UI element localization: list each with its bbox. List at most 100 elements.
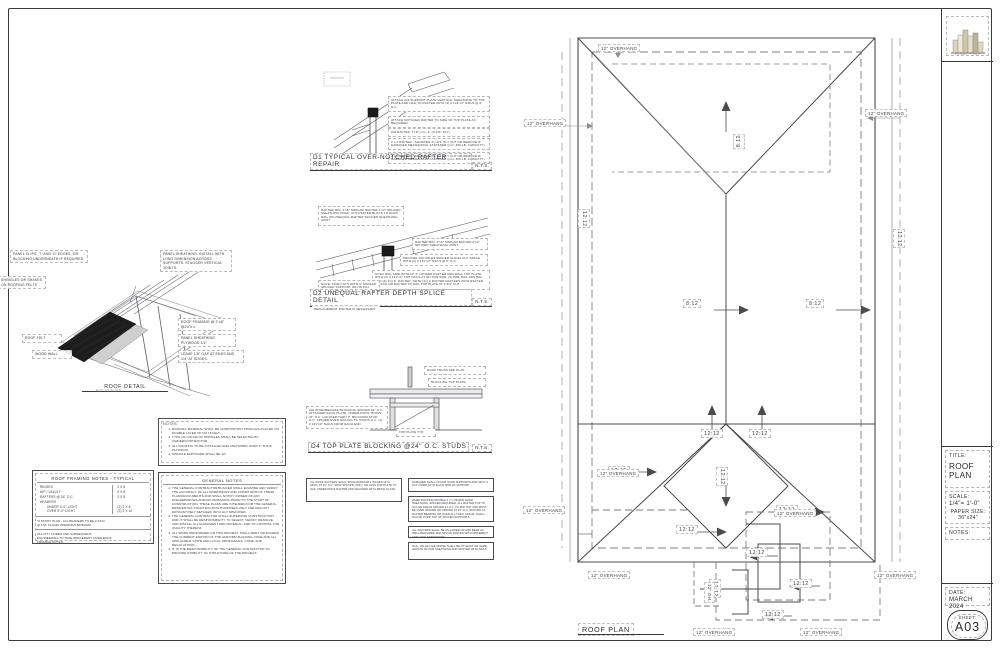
framing-notes-row: HIP / VALLEY 2 X 8 <box>38 489 148 495</box>
scale-field: SCALE: 1/4"= 1'-0" PAPER SIZE: 36"x24" <box>945 491 990 524</box>
overhang-tag: 12" OVERHANG <box>523 506 566 514</box>
framing-notes-item: OVER 5'-0" LIGHT <box>47 509 76 514</box>
detail-d2-title: D2 UNEQUAL RAFTER DEPTH SPLICE DETAIL N.… <box>310 288 492 307</box>
framing-notes-divider-2 <box>35 528 151 530</box>
roof-pitch-tag: 12:12 <box>893 229 905 248</box>
label-panel-sheathing: PANEL SHEATHING. INSTALL WITH LONG DIMEN… <box>160 250 232 273</box>
framing-notes-item: HEADERS <box>40 499 57 504</box>
framing-notes-box: ROOF FRAMING NOTES - TYPICAL RIDGES 2 X 8… <box>32 470 154 544</box>
loose-note-5-box: NAIL, VALLEY AND RIDGE SHALL BE AT LEAST… <box>408 542 494 560</box>
detail-d4-title: D4 TOP PLATE BLOCKING @24" O.C. STUDS N.… <box>308 440 492 453</box>
company-name: PERMIT PROS <box>954 52 981 56</box>
notes-box: NOTES: ROOFING MATERIAL SHALL BE COMPOSI… <box>158 418 286 466</box>
roof-detail-title: ROOF DETAIL <box>82 378 168 392</box>
framing-notes-item: RIDGES <box>40 485 53 490</box>
roof-pitch-tag: 12:12 <box>578 209 590 228</box>
framing-notes-divider-1 <box>35 515 151 517</box>
date-field-label: DATE: <box>949 590 966 596</box>
overhang-tag: 12" OVERHANG <box>874 571 917 579</box>
company-logo-icon <box>946 16 989 56</box>
notes-list-item: SHINGLE EXPOSURE SHALL BE 12". <box>172 452 281 457</box>
detail-d1-title: D1 TYPICAL OVER-NOTCHED RAFTER REPAIR N.… <box>310 152 492 171</box>
framing-notes-item: HIP / VALLEY <box>40 490 61 495</box>
framing-notes-table: RIDGES 2 X 8 HIP / VALLEY 2 X 8 RAFTERS @ 24… <box>38 485 148 514</box>
general-notes-list-item: ALL WORK PERFORMED ON THIS PROJECT SHALL… <box>172 531 281 548</box>
framing-notes-row: UNDER 5'-0" LIGHT (2) 2 X 6 <box>38 504 148 509</box>
detail-d2-callout-4: HOLD NAIL SIDE WITH (2) 3" LONGER RAFTER… <box>372 270 490 290</box>
date-field-value: MARCH 2024 <box>949 596 973 610</box>
label-shingles: SHINGLES OR SHAKES ON ROOFING FELTS <box>0 276 46 290</box>
roof-pitch-tag: 12:12 <box>762 610 784 619</box>
sheet-badge-label: SHEET: <box>958 615 977 620</box>
notes-box-title: NOTES: <box>163 422 179 426</box>
scale-field-value: 1/4"= 1'-0" <box>949 500 980 507</box>
detail-d4-callout-3: 2x6 INTERMEDIATE BLOCKING SPACED 24" O.C… <box>306 406 388 430</box>
roof-pitch-tag: 12:12 <box>716 467 728 486</box>
general-notes-list-item: IT IS THE RESPONSIBILITY OF THE GENERAL … <box>172 547 281 556</box>
title-field-label: TITLE: <box>949 453 967 459</box>
general-notes-list-item: THE GENERAL CONTRACTOR SHALL SUPERVISE C… <box>172 514 281 531</box>
label-wood-wall: WOOD WALL <box>32 350 72 359</box>
overhang-tag: 12" OH. <box>704 582 715 603</box>
roof-pitch-tag: 8:12 <box>733 134 745 150</box>
sheet-badge-number: A03 <box>954 620 981 634</box>
notes-list-item: ALL ROOFING TO BE INSTALLED AND ANCHORED… <box>172 444 281 453</box>
overhang-tag: 12" OVERHANG <box>865 109 908 117</box>
label-panel-sheathing-ply: PANEL SHEATHING PLYWOOD 1/2" <box>178 334 236 348</box>
detail-d4-callout-1: ROOF TRUSS SEE PLAN <box>424 366 486 375</box>
detail-d4-callout-2: BLOCKING TOP PLATE <box>428 378 486 387</box>
label-roof-felt: ROOF FELT <box>22 334 62 343</box>
roof-plan-title: ROOF PLAN <box>578 623 634 636</box>
title-block: PERMIT PROS TITLE: ROOF PLAN SCALE: 1/4"… <box>941 8 993 641</box>
framing-notes-value: (2) 2 X 6 <box>112 504 148 509</box>
overhang-tag: 12" OVERHANG <box>800 628 843 636</box>
title-field: TITLE: ROOF PLAN <box>945 450 990 488</box>
sheet-border <box>8 8 992 641</box>
title-field-value-line2: PLAN <box>949 471 972 481</box>
framing-notes-value: 2 X 8 <box>112 485 148 490</box>
general-notes-box: GENERAL NOTES THE GENERAL CONTRACTOR/BUI… <box>158 472 286 584</box>
framing-notes-row: RIDGES 2 X 8 <box>38 485 148 490</box>
loose-note-4-box: ALL RAFTERS SHALL BE AS LOWER OR AND BEA… <box>408 526 494 539</box>
overhang-tag: 12" OVERHANG <box>588 571 631 579</box>
framing-notes-title: ROOF FRAMING NOTES - TYPICAL <box>37 474 149 483</box>
detail-d4-title-text: D4 TOP PLATE BLOCKING @24" O.C. STUDS <box>308 441 470 452</box>
framing-notes-row: HEADERS <box>38 499 148 505</box>
framing-notes-inner-dash <box>35 473 151 541</box>
framing-notes-value: 2 X 8 <box>112 489 148 495</box>
title-block-divider-1 <box>942 446 993 447</box>
overhang-tag: 12" OVERHANG <box>774 509 817 517</box>
detail-d2-subtitle: REPLACEMENT RAFTER IF NECESSARY <box>312 306 380 313</box>
loose-note-2-box: DAMAGED SHALL OCCUR OVER SUPPORTS AND SP… <box>408 478 494 492</box>
framing-notes-value: 2 X 8 <box>112 494 148 500</box>
detail-d2-title-text: D2 UNEQUAL RAFTER DEPTH SPLICE DETAIL <box>310 288 473 306</box>
notes-box-inner-dash <box>161 421 283 463</box>
detail-d1-callout-3: 2x6 RAFTER, TYP.( min. 4" (0.131" PLY) <box>388 128 490 137</box>
loose-note-5: NAIL, VALLEY AND RIDGE SHALL BE AT LEAST… <box>412 545 488 552</box>
framing-notes-footnote-1: *2 STORY PLAN - ALL HEADERS TO BE 2-2X12… <box>37 518 105 527</box>
detail-d1-callout-4: 2 x 2 RAFTER - SHORTEN 4"x 3/4" PLY CUT … <box>388 138 490 151</box>
detail-d1-callout-1: ATTACH 2x4 SUPPORT PLATE VERTICAL SHEATH… <box>388 96 490 112</box>
notes-list-item: ROOFING MATERIAL SHALL BE COMPOSITION SH… <box>172 427 281 436</box>
framing-notes-item: RAFTERS @ 24" O.C. <box>40 494 74 499</box>
loose-note-4: ALL RAFTERS SHALL BE AS LOWER OR AND BEA… <box>412 529 489 539</box>
overhang-tag: 12" OVERHANG <box>598 44 641 52</box>
framing-notes-value: (2) 2 X 10 <box>112 508 148 514</box>
roof-plan-title-rule <box>578 634 664 635</box>
detail-d1-title-text: D1 TYPICAL OVER-NOTCHED RAFTER REPAIR <box>310 152 473 170</box>
roof-pitch-tag: 8:12 <box>683 299 702 308</box>
date-field: DATE: MARCH 2024 <box>945 587 990 610</box>
title-block-divider-2 <box>942 583 993 584</box>
sheet-number-badge: SHEET: A03 <box>947 610 988 640</box>
detail-d4-drawing <box>368 365 498 435</box>
detail-d4-nts: N.T.S. <box>472 443 492 452</box>
paper-size-label: PAPER SIZE: <box>950 508 986 515</box>
framing-notes-item: UNDER 5'-0" LIGHT <box>47 504 78 509</box>
general-notes-title: GENERAL NOTES <box>163 476 281 485</box>
general-notes-inner-dash <box>161 475 283 581</box>
label-roof-framing: ROOF FRAMING @ 2"x6" @24"o.c. <box>178 318 236 332</box>
detail-d1-callout-2: ATTACH NOTCHED RAFTER TO SIDE OF TOP PLA… <box>388 116 490 129</box>
notes-field: NOTES: <box>945 527 990 540</box>
roof-detail-title-text: ROOF DETAIL <box>104 384 146 390</box>
